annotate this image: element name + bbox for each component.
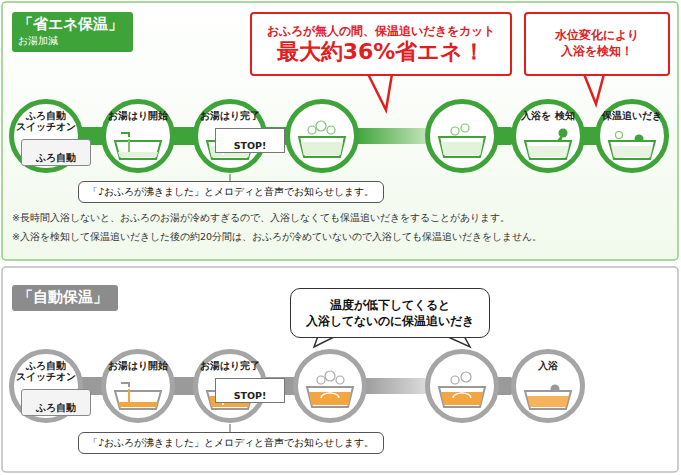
btn-node: ふろ自動 — [21, 139, 91, 166]
circle-outline — [104, 352, 173, 421]
node-text: 保温追いだき — [601, 111, 663, 122]
circle-node: お湯はり開始 — [101, 349, 175, 423]
node-text: ふろ自動 — [25, 153, 87, 164]
stop-node: STOP! — [215, 128, 285, 153]
faucet — [121, 133, 129, 137]
node-text: おふろが無人の間、保温追いだきをカット — [267, 23, 495, 40]
circle-outline — [514, 352, 583, 421]
bathtub — [525, 391, 571, 409]
node-text: 「♪おふろが沸きました」とメロディと音声でお知らせします。 — [88, 185, 374, 199]
stop-node: STOP! — [215, 378, 285, 403]
circle-node: 入浴 — [511, 349, 585, 423]
node-text: STOP! — [219, 141, 281, 152]
node-text: ふろ自動 スイッチオン — [15, 111, 77, 133]
callout-k-node: 温度が低下してくると 入浴してないのに保温追いだき — [290, 288, 490, 338]
bath-circle — [296, 352, 365, 421]
node-text: ふろ自動 スイッチオン — [15, 361, 77, 383]
notify-bracket — [229, 174, 230, 181]
circle-node: ふろ自動 スイッチオンふろ自動 — [9, 349, 83, 423]
bath-circle — [288, 102, 357, 171]
note-text: ※長時間入浴しないと、おふろのお湯が冷めすぎるので、入浴しなくても保温追いだきを… — [12, 212, 510, 225]
circle-node: 保温追いだき — [595, 99, 669, 173]
water-stream — [128, 389, 130, 402]
note-text: ※入浴を検知して保温追いだきした後の約20分間は、おふろが冷めていないので入浴し… — [12, 231, 542, 244]
circle-node: 入浴を 検知 — [511, 99, 585, 173]
bathtub — [115, 141, 161, 159]
callout-r-node: 水位変化により 入浴を検知！ — [524, 12, 670, 76]
notify-node: 「♪おふろが沸きました」とメロディと音声でお知らせします。 — [78, 432, 384, 454]
title-k-node: 「自動保温」 — [12, 285, 118, 311]
node-text: お湯はり完了 — [199, 111, 261, 122]
circle-outline — [104, 102, 173, 171]
node-text: 「♪おふろが沸きました」とメロディと音声でお知らせします。 — [88, 436, 374, 450]
node-text: お湯はり完了 — [199, 361, 261, 372]
node-text: お湯はり開始 — [107, 361, 169, 372]
panel-bottom — [2, 267, 678, 472]
circle-outline — [514, 102, 583, 171]
circle-outline — [598, 102, 667, 171]
node-text: 水位変化により 入浴を検知！ — [547, 28, 647, 59]
node-text: 「自動保温」 — [18, 288, 108, 307]
callout-r-node: おふろが無人の間、保温追いだきをカット最大約36%省エネ！ — [250, 12, 512, 76]
water-stream — [128, 139, 130, 152]
bath-circle — [428, 352, 497, 421]
title-g-node: 「省エネ保温」お湯加減 — [12, 12, 133, 52]
bathtub — [525, 141, 571, 159]
node-text: STOP! — [219, 391, 281, 402]
node-text: 温度が低下してくると 入浴してないのに保温追いだき — [305, 297, 475, 329]
water — [527, 146, 569, 157]
bath-circle — [428, 102, 497, 171]
node-text: 入浴を 検知 — [517, 111, 579, 122]
notify-node: 「♪おふろが沸きました」とメロディと音声でお知らせします。 — [78, 181, 384, 203]
water — [118, 152, 158, 157]
circle-node: ふろ自動 スイッチオンふろ自動 — [9, 99, 83, 173]
circle-node: お湯はり開始 — [101, 99, 175, 173]
water — [118, 402, 158, 407]
circle-node: お湯はり完了STOP! — [193, 99, 267, 173]
flow-band — [355, 128, 433, 144]
node-text: 入浴 — [517, 361, 579, 372]
node-text: 最大約36%省エネ！ — [277, 40, 486, 64]
callout-tail — [584, 74, 604, 104]
steam — [616, 132, 623, 139]
circle-node: お湯はり完了STOP! — [193, 349, 267, 423]
node-text: ふろ自動 — [25, 403, 87, 414]
flow-band — [362, 378, 433, 394]
person-head — [559, 129, 568, 138]
bathtub — [609, 141, 655, 159]
bathtub — [115, 391, 161, 409]
btn-node: ふろ自動 — [21, 389, 91, 416]
node-text: 「省エネ保温」 — [18, 15, 123, 34]
faucet — [121, 383, 129, 387]
node-text: お湯はり開始 — [107, 111, 169, 122]
water — [611, 146, 653, 157]
callout-tail — [368, 74, 392, 110]
node-text: お湯加減 — [18, 34, 123, 48]
water — [527, 396, 569, 407]
panel-top — [2, 2, 678, 260]
